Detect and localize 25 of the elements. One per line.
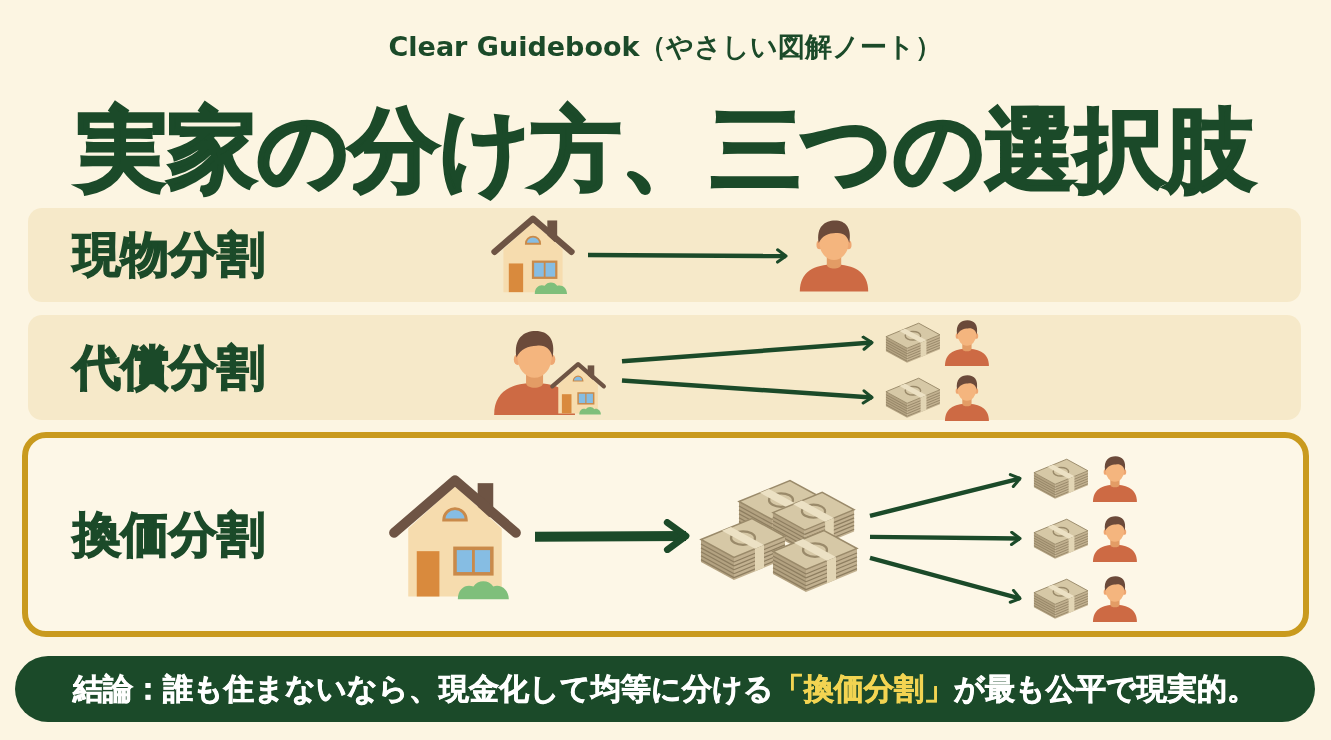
house-icon (490, 214, 576, 295)
method-title: 代償分割 (73, 338, 265, 397)
method-band (28, 208, 1301, 302)
arrow (535, 519, 690, 554)
highlighted-method-panel (22, 432, 1309, 637)
arrow (621, 378, 874, 405)
cash-and-person-icon (1032, 514, 1140, 563)
method-title: 換価分割 (73, 505, 265, 564)
arrow (869, 555, 1022, 604)
arrow (869, 473, 1022, 519)
cash-and-person-icon (1032, 454, 1140, 503)
house-icon (387, 473, 523, 601)
cash-and-person-icon (884, 373, 992, 422)
method-band (28, 315, 1301, 420)
arrow (621, 335, 874, 364)
arrow (588, 248, 788, 264)
method-title: 現物分割 (73, 226, 265, 284)
conclusion-text: 結論：誰も住まないなら、現金化して均等に分ける「換価分割」が最も公平で現実的。 (73, 671, 1257, 707)
cash-pile-icon (698, 477, 858, 595)
main-title: 実家の分け方、三つの選択肢 (76, 98, 1255, 202)
cash-and-person-icon (1032, 574, 1140, 623)
arrow (869, 530, 1022, 547)
series-subtitle: Clear Guidebook（やさしい図解ノート） (388, 30, 943, 64)
person-icon (798, 218, 870, 294)
cash-and-person-icon (884, 318, 992, 367)
